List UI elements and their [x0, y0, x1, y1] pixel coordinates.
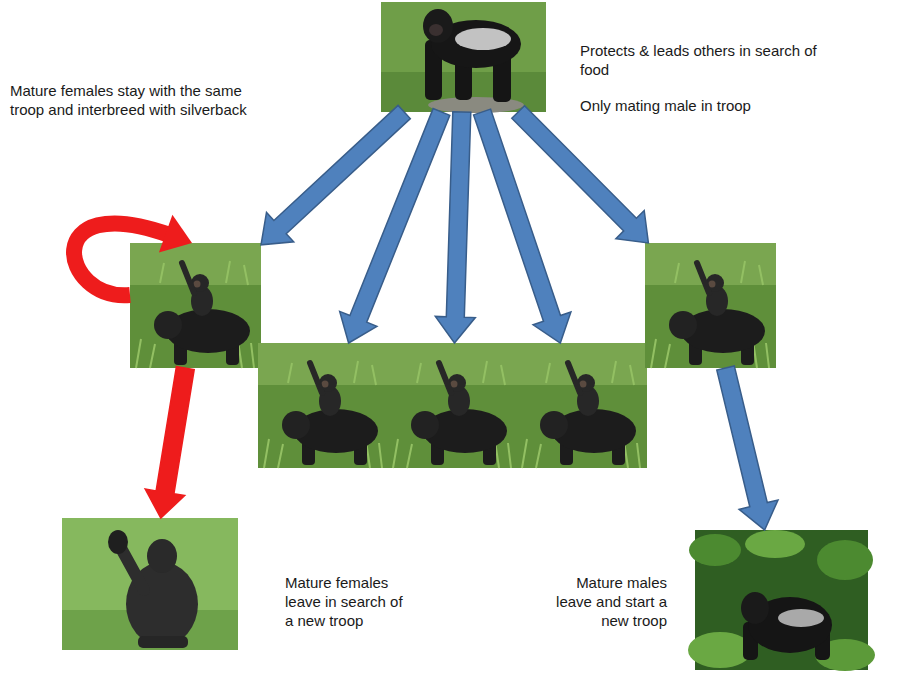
- caption-text: Mature females leave in search of a new …: [285, 574, 403, 630]
- block-arrow: [340, 109, 450, 343]
- photo-box: [258, 343, 389, 468]
- mother-infant-photo: [258, 343, 389, 468]
- female-photo: [62, 518, 238, 650]
- photo-box: [645, 243, 776, 368]
- caption-text: Mature males leave and start a new troop: [545, 574, 667, 630]
- mother-infant-photo: [130, 243, 261, 368]
- photo-box: [130, 243, 261, 368]
- photo-box: [516, 343, 647, 468]
- block-arrow: [435, 112, 475, 343]
- mother-infant-photo: [645, 243, 776, 368]
- mother-infant-photo: [516, 343, 647, 468]
- edge-label: Mature females stay with the same troop …: [10, 82, 262, 120]
- male-photo: [688, 530, 875, 671]
- block-arrow: [717, 366, 778, 530]
- photo-box: Mature females leave in search of a new …: [62, 518, 238, 650]
- caption-text: Only mating male in troop: [580, 97, 842, 116]
- mother-infant-photo: [387, 343, 518, 468]
- silverback-photo: [381, 2, 546, 113]
- loop-arrow: [74, 215, 192, 296]
- photo-box: Mature males leave and start a new troop: [695, 530, 868, 670]
- block-arrow: [512, 106, 649, 243]
- photo-box: Protects & leads others in search of foo…: [381, 2, 546, 112]
- photo-box: [387, 343, 518, 468]
- caption-text: Protects & leads others in search of foo…: [580, 42, 842, 80]
- block-arrow: [145, 367, 194, 519]
